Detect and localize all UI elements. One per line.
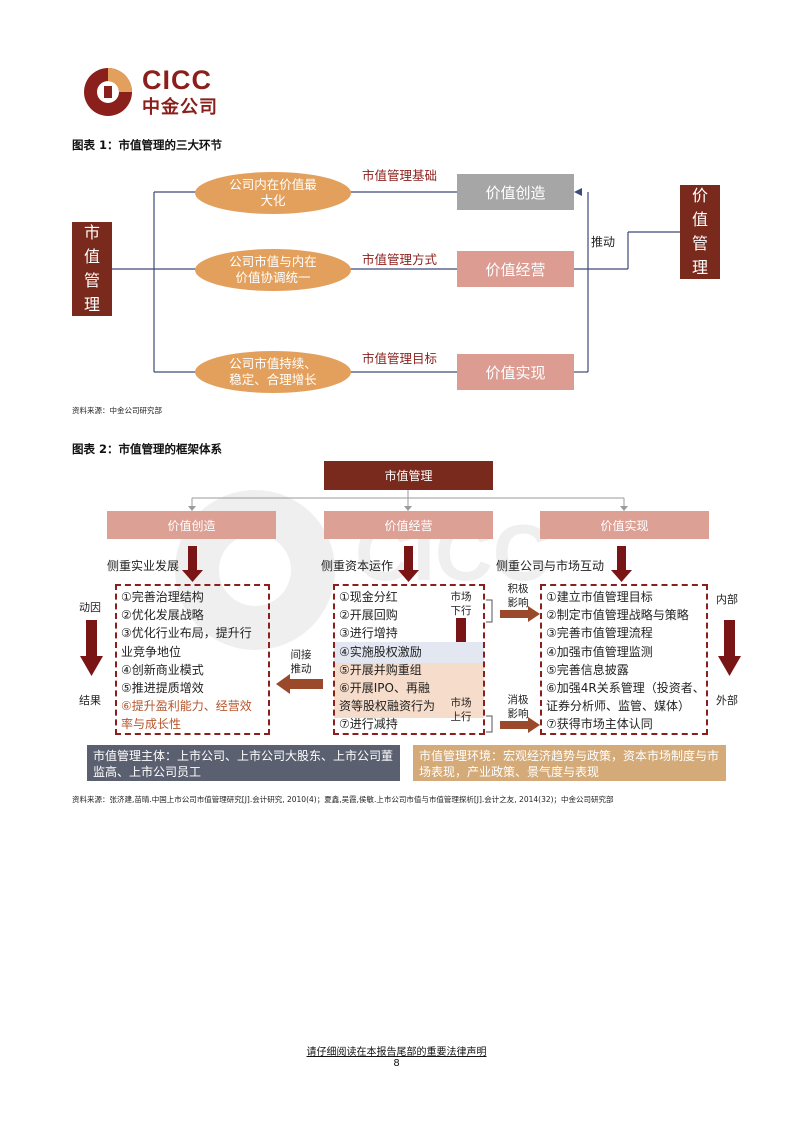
fig2-right-items: ①建立市值管理目标 ②制定市值管理战略与策略 ③完善市值管理流程 ④加强市值管理… xyxy=(546,588,708,734)
list-item: ⑦进行减持 xyxy=(339,717,398,732)
fig2-subject-box: 市值管理主体：上市公司、上市公司大股东、上市公司董监高、上市公司员工 xyxy=(87,745,400,781)
label-goal: 市值管理目标 xyxy=(362,351,438,366)
list-item: ④加强市值管理监测 xyxy=(546,644,653,659)
fig2-left-items: ①完善治理结构 ②优化发展战略 ③优化行业布局，提升行 业竞争地位 ④创新商业模… xyxy=(121,588,271,734)
list-item: ②优化发展战略 xyxy=(121,608,204,623)
fig2-right-item-box xyxy=(540,584,708,735)
label-foundation: 市值管理基础 xyxy=(362,168,438,183)
legal-notice: 请仔细阅读在本报告尾部的重要法律声明 xyxy=(306,1047,487,1058)
oval-intrinsic-value: 公司内在价值最 大化 xyxy=(195,172,351,214)
list-item: 业竞争地位 xyxy=(121,644,182,659)
value-realization-box: 价值实现 xyxy=(457,354,574,390)
fig2-sub-label-interaction: 侧重公司与市场互动 xyxy=(496,559,605,573)
fig2-sub-label-industry: 侧重实业发展 xyxy=(107,559,180,573)
fig2-driver-label: 动因 xyxy=(79,601,101,614)
list-item: ⑥开展IPO、再融 xyxy=(339,681,430,696)
cicc-logo-icon xyxy=(84,68,132,116)
fig2-sub-label-capital: 侧重资本运作 xyxy=(321,559,394,573)
list-item: ⑤推进提质增效 xyxy=(121,681,204,696)
list-item-highlight: ⑥提升盈利能力、经营效 xyxy=(121,699,252,714)
list-item: ⑤完善信息披露 xyxy=(546,662,629,677)
push-label: 推动 xyxy=(591,233,616,250)
list-item: ④实施股权激励 xyxy=(339,644,422,659)
fig2-external-label: 外部 xyxy=(716,694,738,707)
figure2-title: 图表 2：市值管理的框架体系 xyxy=(72,442,223,456)
list-item: ④创新商业模式 xyxy=(121,662,204,677)
fig2-mid-band-blue xyxy=(334,642,484,663)
fig2-mid-band-peach xyxy=(334,663,484,718)
fig2-negative-impact: 消极 影响 xyxy=(507,694,529,720)
fig2-internal-label: 内部 xyxy=(716,593,738,606)
value-management-box: 价 值 管 理 xyxy=(680,185,720,279)
fig2-indirect-push: 间接 推动 xyxy=(290,649,312,675)
brand-cn: 中金公司 xyxy=(142,97,218,118)
list-item: ①现金分红 xyxy=(339,590,398,604)
list-item-highlight: 率与成长性 xyxy=(121,717,182,732)
value-creation-box: 价值创造 xyxy=(457,174,574,210)
list-item: ①完善治理结构 xyxy=(121,590,204,604)
list-item: ②开展回购 xyxy=(339,608,398,623)
cicc-logo: CICC 中金公司 xyxy=(82,65,222,118)
fig2-market-down: 市场 下行 xyxy=(441,590,481,618)
list-item: ②制定市值管理战略与策略 xyxy=(546,608,689,623)
list-item: ①建立市值管理目标 xyxy=(546,590,653,604)
page-number: 8 xyxy=(393,1058,400,1069)
oval-stable-growth: 公司市值持续、 稳定、合理增长 xyxy=(195,351,351,393)
figure1-title: 图表 1：市值管理的三大环节 xyxy=(72,138,223,152)
fig2-mid-item-box xyxy=(333,584,485,735)
list-item: ⑥加强4R关系管理（投资者、 xyxy=(546,681,705,696)
fig2-value-realization: 价值实现 xyxy=(540,511,709,539)
value-operation-box: 价值经营 xyxy=(457,251,574,287)
oval-value-coordination: 公司市值与内在 价值协调统一 xyxy=(195,249,351,291)
fig2-environment-box: 市值管理环境：宏观经济趋势与政策，资本市场制度与市场表现，产业政策、景气度与表现 xyxy=(413,745,726,781)
fig2-market-value-management: 市值管理 xyxy=(324,461,493,490)
fig2-positive-impact: 积极 影响 xyxy=(507,583,529,609)
list-item: 证券分析师、监管、媒体） xyxy=(546,699,691,714)
list-item: ⑦获得市场主体认同 xyxy=(546,717,653,732)
fig2-value-creation: 价值创造 xyxy=(107,511,276,539)
fig2-result-label: 结果 xyxy=(79,694,101,707)
fig2-mid-items: ①现金分红 ②开展回购 ③进行增持 ④实施股权激励 ⑤开展并购重组 ⑥开展IPO… xyxy=(339,588,484,734)
arrow-head-icon xyxy=(574,188,582,196)
fig2-market-up: 市场 上行 xyxy=(450,697,472,723)
label-method: 市值管理方式 xyxy=(362,252,438,267)
list-item: ③优化行业布局，提升行 xyxy=(121,626,252,641)
figure1-source: 资料来源：中金公司研究部 xyxy=(72,406,162,415)
list-item: 资等股权融资行为 xyxy=(339,699,436,714)
list-item: ③进行增持 xyxy=(339,626,398,641)
list-item: ⑤开展并购重组 xyxy=(339,662,422,677)
figure1-connectors xyxy=(112,188,680,373)
market-value-management-box: 市 值 管 理 xyxy=(72,222,112,316)
list-item: ③完善市值管理流程 xyxy=(546,626,653,641)
figure2-source: 资料来源：张济建,苗晴.中国上市公司市值管理研究[J].会计研究, 2010(4… xyxy=(72,795,614,804)
fig2-value-operation: 价值经营 xyxy=(324,511,493,539)
fig2-left-item-box xyxy=(115,584,270,735)
brand-en: CICC xyxy=(142,65,212,95)
